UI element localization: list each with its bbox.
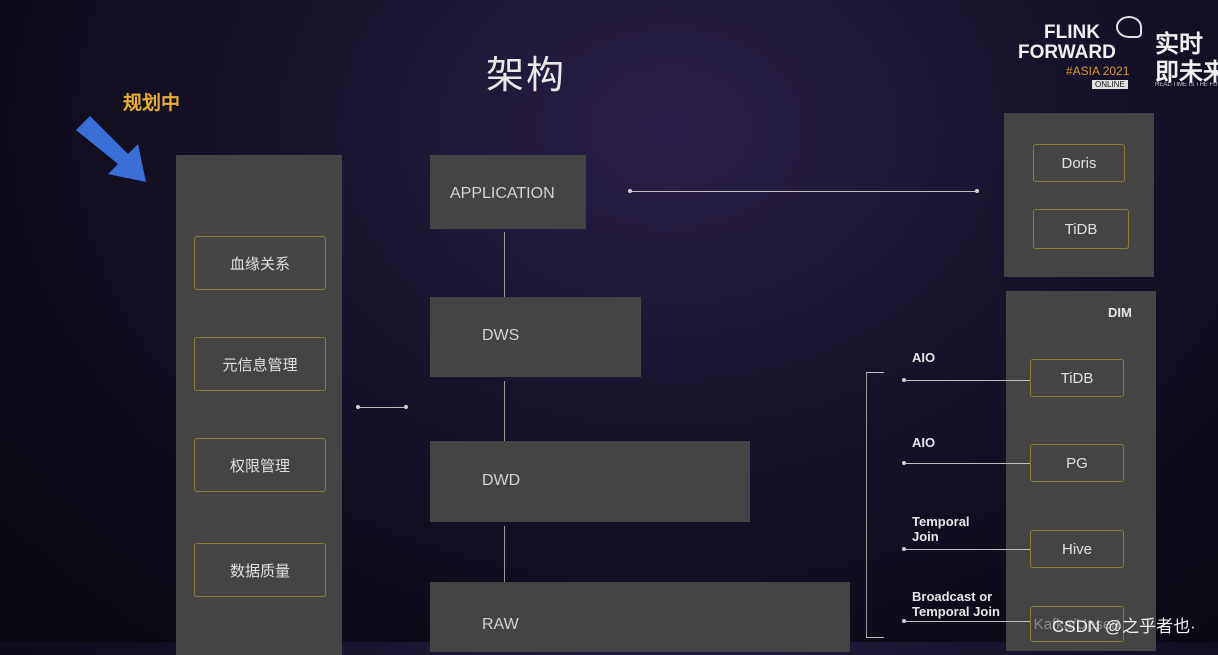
raw-layer [430,582,850,652]
dws-to-app-arrow [504,232,505,297]
data-quality-item[interactable]: 数据质量 [194,543,326,597]
dim-hive[interactable]: Hive [1030,530,1124,568]
join-label-aio-2: AIO [912,435,936,450]
governance-connector [358,407,406,408]
csdn-watermark: CSDN @之乎者也· [1052,617,1196,636]
join-line-kafka [904,621,1030,622]
application-label: APPLICATION [450,185,555,202]
lineage-item[interactable]: 血缘关系 [194,236,326,290]
join-line-hive [904,549,1030,550]
join-label-aio-1: AIO [912,350,936,365]
metadata-item[interactable]: 元信息管理 [194,337,326,391]
join-line-tidb [904,380,1030,381]
join-label-temporal: Temporal Join [912,514,970,544]
join-line-pg [904,463,1030,464]
dim-pg[interactable]: PG [1030,444,1124,482]
dim-title: DIM [1108,305,1132,320]
app-serving-connector [630,191,978,192]
dwd-layer [430,441,750,522]
dim-panel [1006,291,1156,651]
dwd-label: DWD [482,472,521,489]
dws-label: DWS [482,327,520,344]
squirrel-icon [1116,16,1142,38]
dws-layer [430,297,641,377]
join-bracket-line [866,372,867,638]
raw-label: RAW [482,616,519,633]
serving-tidb[interactable]: TiDB [1033,209,1129,249]
permission-item[interactable]: 权限管理 [194,438,326,492]
governance-panel [176,155,342,655]
application-layer [430,155,586,229]
planning-label: 规划中 [123,93,181,114]
dwd-to-dws-arrow [504,381,505,441]
dim-tidb[interactable]: TiDB [1030,359,1124,397]
flink-forward-logo: FLINK FORWARD #ASIA 2021 ONLINE 实时 即未来 R… [1018,16,1218,94]
raw-to-dwd-arrow [504,526,505,582]
serving-panel [1004,113,1154,277]
arrow-down-right-icon [76,116,146,182]
serving-doris[interactable]: Doris [1033,144,1125,182]
page-title: 架构 [486,55,567,97]
join-label-broadcast: Broadcast or Temporal Join [912,589,1000,619]
